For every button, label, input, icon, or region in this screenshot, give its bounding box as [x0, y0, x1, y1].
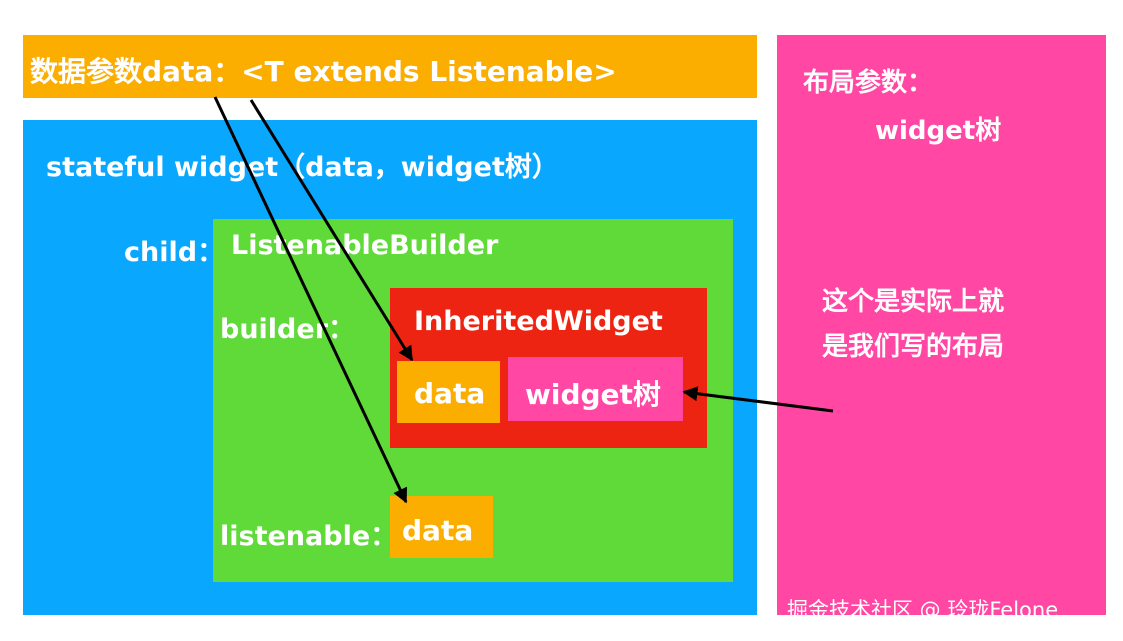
watermark-text: 掘金技术社区 @ 玲珑Felone	[787, 598, 1059, 622]
data-parameter-banner	[23, 35, 757, 98]
layout-parameter-box	[777, 35, 1106, 615]
layout-parameter-title: 布局参数：	[803, 68, 934, 98]
inherited-widget-tree-box	[508, 357, 683, 421]
listenable-builder-label: ListenableBuilder	[231, 230, 499, 261]
listenable-data-label: data	[402, 514, 474, 547]
builder-label: builder：	[220, 314, 356, 345]
listenable-data-box	[390, 496, 493, 558]
inherited-data-box	[397, 361, 500, 423]
widget-tree-label: widget树	[525, 378, 661, 411]
arrow-to-inherited-data	[249, 99, 414, 362]
layout-parameter-value: widget树	[875, 116, 1002, 146]
layout-note-line-1: 这个是实际上就	[822, 287, 1005, 317]
child-label: child：	[124, 237, 225, 268]
layout-note-line-2: 是我们写的布局	[822, 332, 1005, 362]
inherited-data-label: data	[414, 377, 486, 410]
listenable-label: listenable：	[220, 521, 398, 552]
arrow-to-widget-tree	[682, 386, 834, 413]
data-parameter-label: 数据参数data：<T extends Listenable>	[30, 55, 617, 88]
arrow-to-listenable-data	[213, 96, 408, 504]
stateful-widget-label: stateful widget（data，widget树）	[46, 152, 559, 183]
inherited-widget-label: InheritedWidget	[414, 306, 663, 337]
